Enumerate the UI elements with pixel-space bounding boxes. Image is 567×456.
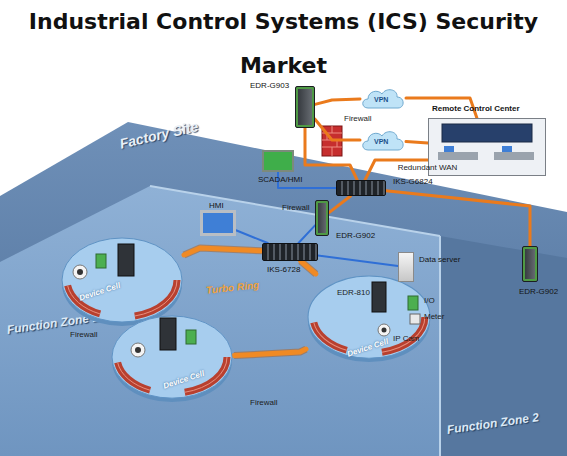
connector (234, 349, 306, 356)
router-device: EDR-G902 (522, 246, 538, 282)
router-device: EDR-G903 (295, 86, 315, 128)
connector (299, 225, 316, 243)
switch-symbol (372, 282, 386, 312)
connector (329, 196, 351, 213)
node-label: VPN (374, 137, 388, 146)
cell-outline (110, 314, 234, 404)
connector (315, 99, 360, 105)
video-wall (442, 124, 532, 142)
cell-platform (308, 276, 430, 358)
node-label: EDR-G902 (519, 287, 558, 296)
scada-screen: SCADA/HMI (262, 150, 294, 172)
camera-lens (135, 347, 141, 353)
zone-platform (0, 186, 440, 456)
cloud-shape (363, 132, 403, 150)
ring-shadow (234, 349, 306, 356)
device-label: Meter (424, 312, 444, 321)
device-label: Firewall (344, 114, 372, 123)
camera-symbol (378, 324, 390, 336)
connector (406, 142, 428, 144)
node-label: IKS-6728 (267, 265, 300, 274)
network-switch: IKS-G6824 (336, 180, 386, 196)
cell-platform (112, 316, 232, 398)
control-desk (438, 152, 478, 160)
vpn-cloud: VPN (360, 128, 406, 152)
title: Industrial Control Systems (ICS) Securit… (10, 0, 557, 88)
ring-label: Turbo Ring (206, 279, 260, 296)
network-switch: IKS-6728 (262, 243, 318, 261)
camera-symbol (131, 343, 145, 357)
monitor-symbol (444, 146, 454, 152)
device-label: EDR-810 (337, 288, 370, 297)
monitor-symbol (502, 146, 512, 152)
connector (184, 248, 262, 255)
node-label: Remote Control Center (432, 104, 520, 113)
cell-outline (60, 236, 184, 328)
platform-edge (439, 236, 441, 456)
cloud-shape (363, 90, 403, 108)
node-label: EDR-G902 (336, 231, 375, 240)
camera-lens (77, 269, 83, 275)
meter-symbol (410, 314, 420, 324)
io-module (408, 296, 418, 310)
device-cell: Device Cell (60, 236, 184, 328)
node-label: VPN (374, 95, 388, 104)
ring-shadow (184, 248, 262, 255)
node-label: SCADA/HMI (258, 175, 302, 184)
ring-shadow (301, 261, 316, 274)
platform-edge (150, 186, 440, 236)
connector (301, 261, 316, 274)
hmi-panel: HMI (200, 210, 236, 236)
connector (305, 128, 357, 180)
zone-band: Function Zone 1Device CellDevice CellDev… (0, 185, 440, 456)
device-label: Firewall (70, 330, 98, 339)
switch-symbol (160, 318, 176, 350)
device-label: Firewall (282, 203, 310, 212)
device-label: Firewall (250, 398, 278, 407)
cell-platform (62, 238, 182, 322)
brick-pattern (117, 321, 227, 393)
io-module (96, 254, 106, 268)
control-desk (494, 152, 534, 160)
connector (386, 191, 530, 246)
firewall-wall (67, 243, 177, 317)
node-label: IKS-G6824 (393, 177, 433, 186)
data-server: Data server (398, 252, 414, 282)
connector (318, 256, 398, 266)
io-module (186, 330, 196, 344)
device-cell: Device Cell (306, 274, 432, 364)
switch-symbol (118, 244, 134, 276)
device-cell: Device Cell (110, 314, 234, 404)
node-label: Factory Site (118, 118, 200, 152)
node-label: HMI (209, 201, 224, 210)
device-label: IP Cam (393, 334, 420, 343)
camera-symbol (73, 265, 87, 279)
node-label: Function Zone 2 (446, 410, 540, 437)
zone-platform (440, 236, 567, 456)
vpn-cloud: VPN (360, 86, 406, 110)
node-label: EDR-G903 (250, 81, 289, 90)
router-device: EDR-G902 (315, 200, 329, 236)
node-label: Data server (419, 255, 460, 264)
camera-lens (382, 328, 387, 333)
connector (236, 230, 268, 243)
zone-band: Function Zone 2 EDR-G902 (440, 185, 567, 456)
brick-pattern (67, 243, 177, 317)
firewall-wall (117, 321, 227, 393)
device-label: I/O (424, 296, 435, 305)
edge-label: Redundant WAN (398, 163, 458, 172)
